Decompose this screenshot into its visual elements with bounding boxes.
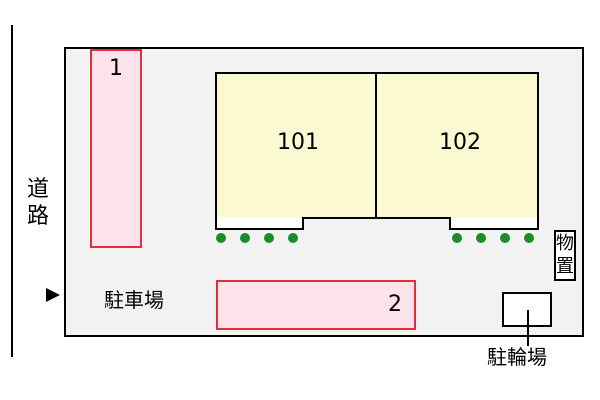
bicycle-parking-label: 駐輪場	[487, 345, 547, 369]
entrance-arrow-icon	[46, 288, 60, 302]
road-boundary-line	[11, 25, 13, 357]
shrub-icon	[240, 233, 250, 243]
parking-space-number: 2	[388, 292, 402, 317]
bicycle-parking-leader-line	[527, 310, 529, 346]
shrub-icon	[500, 233, 510, 243]
shrub-icon	[476, 233, 486, 243]
shrub-icon	[288, 233, 298, 243]
unit-101-label: 101	[277, 130, 319, 155]
building	[215, 72, 539, 219]
shrub-icon	[452, 233, 462, 243]
balcony-102	[449, 217, 539, 230]
unit-102-label: 102	[439, 130, 481, 155]
shrub-icon	[216, 233, 226, 243]
parking-space-2: 2	[216, 280, 416, 330]
parking-area-label: 駐車場	[104, 288, 164, 312]
shrub-icon	[264, 233, 274, 243]
unit-divider	[375, 72, 377, 219]
road-label: 道路	[26, 177, 49, 229]
parking-space-1: 1	[90, 49, 142, 248]
parking-space-number: 1	[109, 56, 123, 81]
storage-shed: 物置	[554, 230, 576, 281]
balcony-101	[215, 217, 304, 230]
shrub-icon	[524, 233, 534, 243]
